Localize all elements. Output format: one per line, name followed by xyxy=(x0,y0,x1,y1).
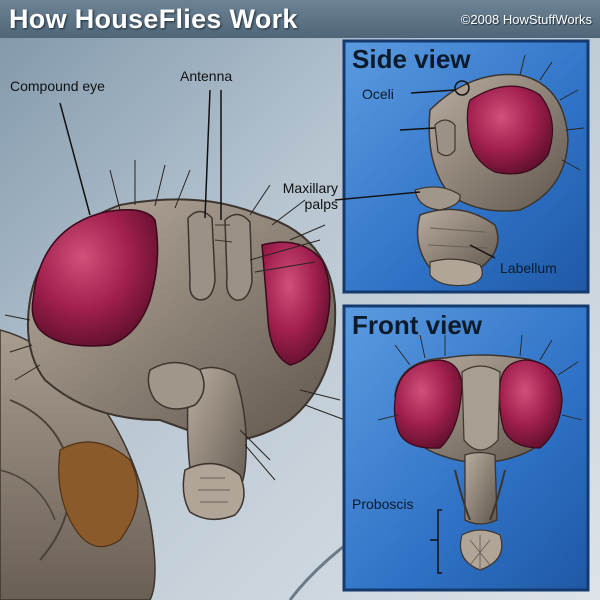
side-palps xyxy=(414,186,461,211)
label-labellum: Labellum xyxy=(500,260,557,276)
copyright-credit: ©2008 HowStuffWorks xyxy=(460,12,592,27)
main-fly-head xyxy=(0,160,381,600)
labellum-main xyxy=(182,462,245,521)
label-compound-eye: Compound eye xyxy=(10,78,105,94)
proboscis-bracket xyxy=(437,509,442,574)
compound-eye-left xyxy=(31,209,159,347)
ocelli-marker xyxy=(454,80,470,96)
side-view-title: Side view xyxy=(352,44,471,74)
front-face xyxy=(461,365,501,451)
label-proboscis: Proboscis xyxy=(352,496,414,512)
label-ocelli: Oceli xyxy=(362,86,394,102)
front-eye-right xyxy=(498,359,563,449)
label-maxillary-palps-line2: palps xyxy=(304,196,338,212)
main-leader-lines xyxy=(59,89,222,220)
title-bar: How HouseFlies Work ©2008 HowStuffWorks xyxy=(0,0,600,38)
side-view-panel xyxy=(334,39,590,294)
label-maxillary-palps: Maxillary palps xyxy=(268,180,338,212)
front-palps xyxy=(454,469,506,521)
label-maxillary-palps-line1: Maxillary xyxy=(282,180,338,196)
front-view-title: Front view xyxy=(352,310,483,340)
antenna-right xyxy=(224,213,253,301)
compound-eye-right xyxy=(261,241,331,366)
side-bristles xyxy=(519,54,585,171)
bristles xyxy=(4,160,346,481)
front-proboscis xyxy=(464,451,498,525)
side-leader-lines xyxy=(334,89,496,259)
side-compound-eye xyxy=(466,85,554,175)
front-labellum xyxy=(459,529,503,571)
antenna-left xyxy=(187,210,216,301)
fly-neck-fur xyxy=(58,441,139,548)
front-eye-left xyxy=(393,359,463,449)
front-view-panel xyxy=(342,304,590,592)
page-title: How HouseFlies Work xyxy=(9,4,298,34)
front-bristles xyxy=(377,334,583,421)
side-labellum xyxy=(429,258,483,287)
palp-segment xyxy=(147,361,205,410)
side-antenna xyxy=(434,119,456,157)
label-antenna: Antenna xyxy=(180,68,233,84)
